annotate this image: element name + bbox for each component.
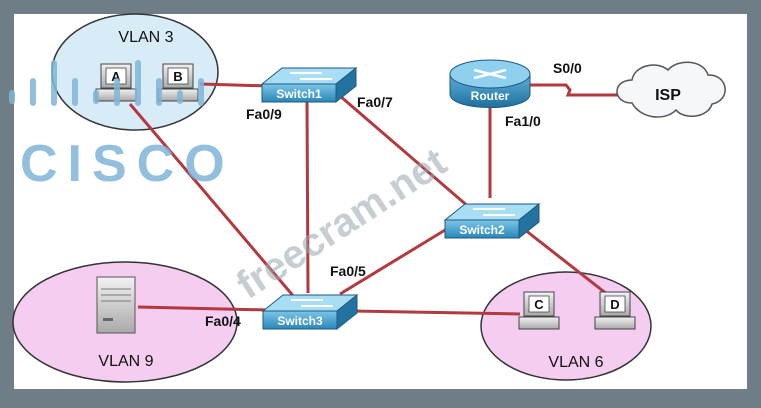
isp-label: ISP — [655, 87, 681, 104]
switch1-label: Switch1 — [276, 87, 322, 101]
link-switch2-switch3 — [339, 222, 456, 296]
server — [96, 276, 136, 334]
port-s0-0-label: S0/0 — [553, 60, 582, 76]
switch2: Switch2 — [443, 202, 541, 240]
cisco-logo-watermark: CISCO — [9, 60, 235, 193]
link-switch1-switch2 — [339, 94, 471, 210]
vlan3-label: VLAN 3 — [118, 29, 173, 46]
pc-b-label: B — [173, 69, 182, 84]
port-fa0-9-label: Fa0/9 — [246, 106, 282, 122]
link-switch3-pc-c — [351, 309, 521, 316]
isp-cloud: ISP — [616, 61, 726, 118]
pc-c: C — [518, 291, 560, 330]
switch1: Switch1 — [260, 66, 358, 104]
cisco-wordmark: CISCO — [20, 135, 235, 193]
link-switch1-switch3 — [305, 99, 310, 294]
port-fa0-4-label: Fa0/4 — [205, 313, 241, 329]
pc-d: D — [594, 291, 636, 330]
port-fa1-0-label: Fa1/0 — [505, 113, 541, 129]
link-b-switch1 — [199, 82, 271, 88]
port-fa0-7-label: Fa0/7 — [357, 94, 393, 110]
links — [128, 82, 630, 316]
pc-b: B — [157, 63, 199, 102]
pc-a-label: A — [111, 69, 121, 84]
router-label: Router — [471, 89, 510, 103]
pc-c-label: C — [534, 297, 544, 312]
switch2-label: Switch2 — [459, 223, 505, 237]
link-router-isp — [528, 83, 630, 97]
link-server-switch3 — [137, 305, 269, 312]
pc-d-label: D — [610, 297, 619, 312]
switch3: Switch3 — [261, 293, 359, 331]
port-fa0-5-label: Fa0/5 — [330, 263, 366, 279]
switch3-label: Switch3 — [277, 314, 323, 328]
link-switch2-pc-d — [519, 224, 613, 300]
vlan6-label: VLAN 6 — [548, 354, 603, 371]
link-a-switch3 — [128, 103, 297, 299]
vlan9-label: VLAN 9 — [98, 353, 153, 370]
router: Router — [449, 59, 531, 108]
